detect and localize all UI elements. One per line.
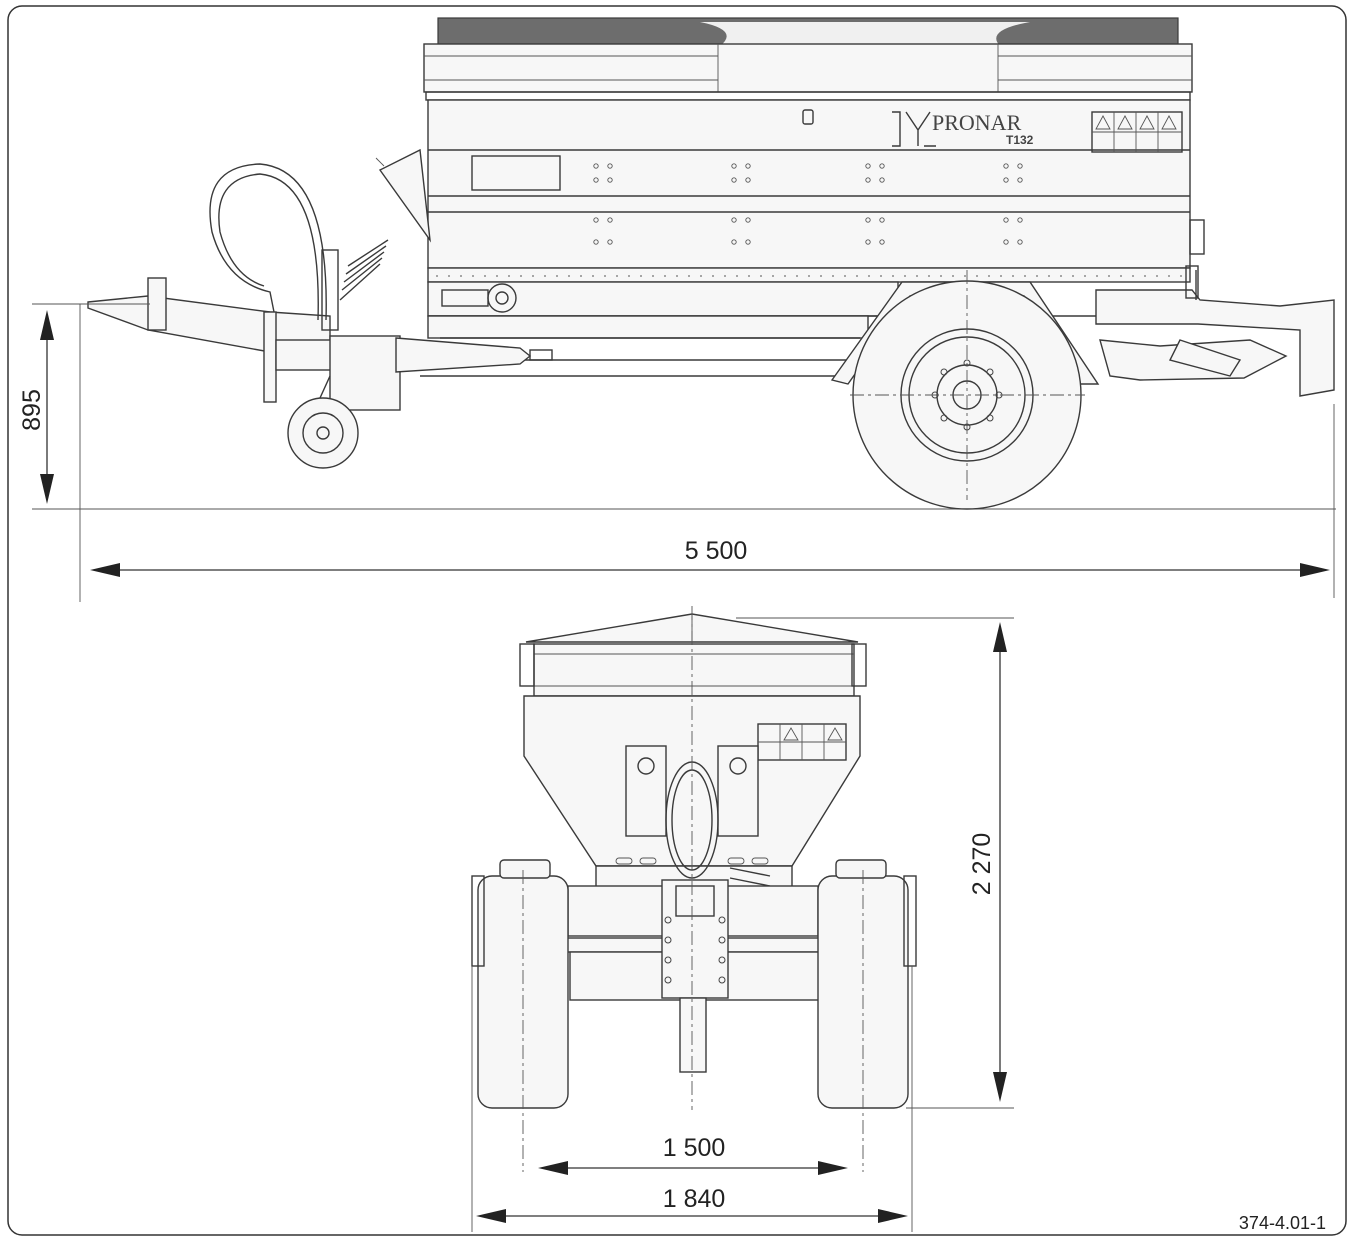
warning-labels-side — [1091, 111, 1183, 153]
rear-view — [471, 606, 917, 1172]
brand-label: PRONAR — [932, 110, 1022, 135]
dimension-height-drawbar: 895 — [18, 303, 150, 504]
drawing-border — [7, 5, 1347, 1236]
dim-label-1500: 1 500 — [663, 1134, 726, 1162]
dim-label-2270: 2 270 — [968, 833, 996, 896]
model-label: T132 — [1006, 133, 1034, 147]
dim-label-1840: 1 840 — [663, 1185, 726, 1213]
dimension-total-length: 5 500 — [79, 304, 1335, 602]
dimension-track-width: 1 500 — [538, 1134, 848, 1175]
dimension-total-height: 2 270 — [736, 617, 1014, 1109]
pronar-logo: PRONAR T132 — [892, 110, 1034, 147]
warning-labels-rear — [757, 723, 847, 761]
dim-label-895: 895 — [18, 389, 46, 431]
dimension-total-width: 1 840 — [471, 966, 913, 1232]
reference-number: 374-4.01-1 — [1239, 1213, 1326, 1233]
dim-label-5500: 5 500 — [685, 537, 748, 565]
side-view: PRONAR T132 — [32, 17, 1336, 510]
